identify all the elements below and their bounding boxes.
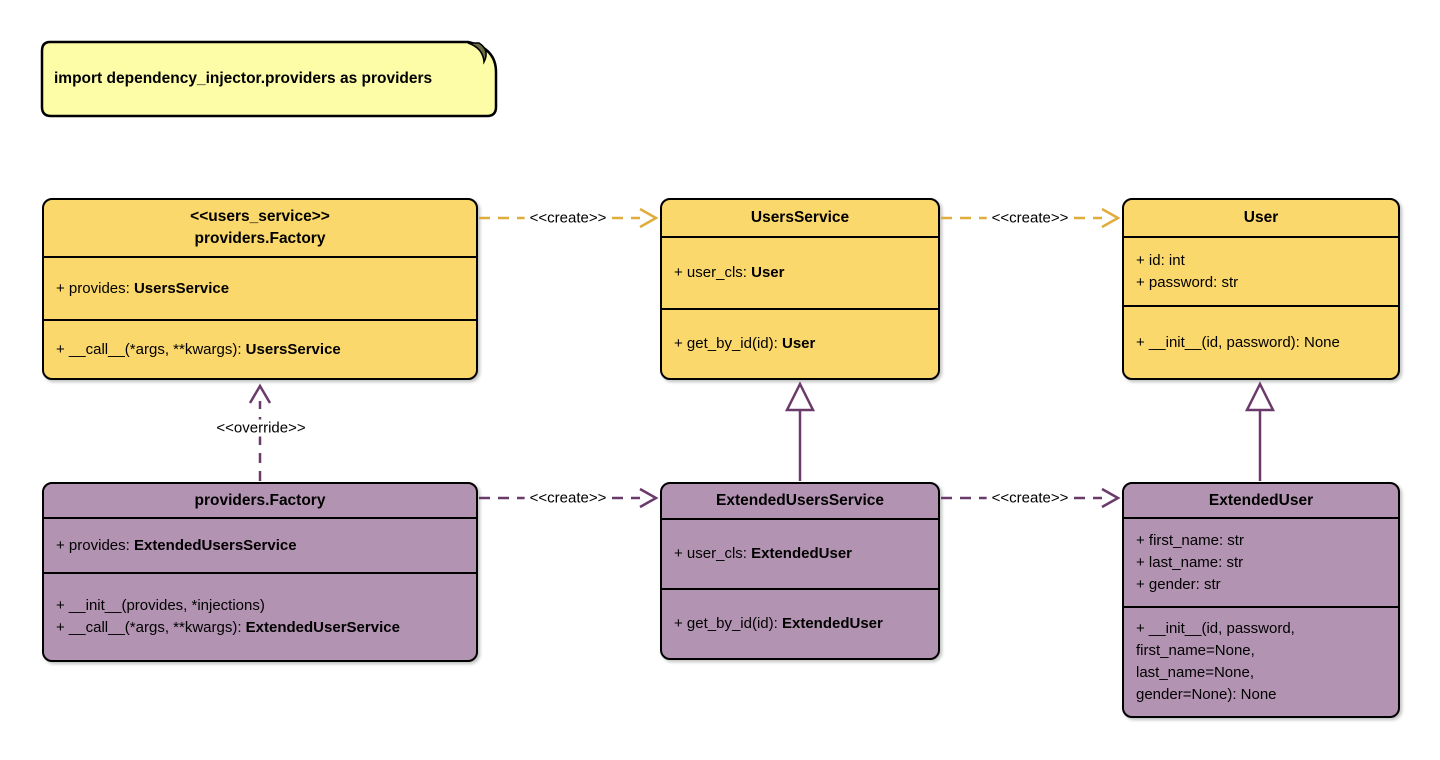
- class-methods: + __init__(id, password): None: [1124, 305, 1398, 378]
- member-line: + __init__(id, password,: [1136, 620, 1295, 637]
- open-arrowhead-icon: [1101, 207, 1121, 229]
- hollow-triangle-arrowhead-icon: [784, 381, 816, 412]
- class-title-line: UsersService: [750, 209, 850, 226]
- class-title-line: providers.Factory: [194, 230, 326, 247]
- note-text: import dependency_injector.providers as …: [54, 70, 433, 87]
- class-methods: + get_by_id(id): User: [662, 308, 938, 378]
- class-title-line: <<users_service>>: [190, 208, 330, 225]
- create-label-1: <<create>>: [524, 209, 612, 227]
- class-extended-factory: providers.Factory + provides: ExtendedUs…: [42, 482, 478, 662]
- class-title-line: providers.Factory: [194, 491, 326, 509]
- member-line: + __init__(provides, *injections): [56, 597, 265, 614]
- create-label-3: <<create>>: [524, 489, 612, 507]
- inheritance-arrow-extusersservice-to-usersservice: [784, 381, 816, 481]
- open-arrowhead-icon: [1101, 487, 1121, 509]
- member-line: + first_name: str: [1136, 531, 1244, 549]
- member-line: + __call__(*args, **kwargs): ExtendedUse…: [56, 619, 400, 636]
- member-line: + user_cls: User: [674, 264, 785, 281]
- open-arrowhead-icon: [639, 487, 659, 509]
- class-title: providers.Factory: [44, 484, 476, 517]
- class-extended-users-service: ExtendedUsersService + user_cls: Extende…: [660, 482, 940, 660]
- open-arrowhead-icon: [248, 383, 272, 404]
- class-attributes: + provides: ExtendedUsersService: [44, 517, 476, 572]
- member-line: + last_name: str: [1136, 553, 1244, 571]
- hollow-triangle-arrowhead-icon: [1244, 381, 1276, 412]
- note-shape: [40, 40, 498, 118]
- member-line: + id: int: [1136, 251, 1185, 269]
- member-line: + __init__(id, password): None: [1136, 333, 1340, 351]
- open-arrowhead-icon: [639, 207, 659, 229]
- member-line: + provides: UsersService: [56, 279, 230, 297]
- class-title: User: [1124, 200, 1398, 236]
- class-methods: + get_by_id(id): ExtendedUser: [662, 588, 938, 658]
- class-user: User + id: int + password: str + __init__…: [1122, 198, 1400, 380]
- member-line: gender=None): None: [1136, 686, 1277, 703]
- member-line: + user_cls: ExtendedUser: [674, 545, 852, 562]
- inheritance-arrow-extuser-to-user: [1244, 381, 1276, 481]
- class-attributes: + user_cls: ExtendedUser: [662, 518, 938, 588]
- override-label: <<override>>: [211, 419, 311, 437]
- member-line: + password: str: [1136, 273, 1239, 291]
- class-attributes: + id: int + password: str: [1124, 236, 1398, 305]
- class-title: ExtendedUser: [1124, 484, 1398, 517]
- member-line: + get_by_id(id): User: [674, 335, 816, 352]
- class-extended-user: ExtendedUser + first_name: str + last_nam…: [1122, 482, 1400, 718]
- member-line: + get_by_id(id): ExtendedUser: [674, 615, 883, 632]
- member-line: + gender: str: [1136, 575, 1221, 593]
- class-methods: + __call__(*args, **kwargs): UsersServic…: [44, 319, 476, 378]
- member-line: + __call__(*args, **kwargs): UsersServic…: [56, 340, 341, 358]
- class-title-line: ExtendedUser: [1208, 491, 1314, 509]
- class-methods: + __init__(id, password, first_name=None,…: [1124, 606, 1398, 716]
- class-attributes: + provides: UsersService: [44, 256, 476, 319]
- class-title: <<users_service>> providers.Factory: [44, 200, 476, 256]
- note-fold-corner-icon: [467, 42, 487, 65]
- member-line: last_name=None,: [1136, 664, 1254, 681]
- class-users-service: UsersService + user_cls: User + get_by_i…: [660, 198, 940, 380]
- class-attributes: + first_name: str + last_name: str + gende…: [1124, 517, 1398, 606]
- class-users-service-factory: <<users_service>> providers.Factory + pro…: [42, 198, 478, 380]
- class-attributes: + user_cls: User: [662, 236, 938, 308]
- member-line: first_name=None,: [1136, 642, 1255, 659]
- member-line: + provides: ExtendedUsersService: [56, 536, 297, 554]
- class-title-line: User: [1243, 209, 1279, 226]
- class-title: ExtendedUsersService: [662, 484, 938, 518]
- create-label-4: <<create>>: [986, 489, 1074, 507]
- class-methods: + __init__(provides, *injections) + __cal…: [44, 572, 476, 660]
- class-title: UsersService: [662, 200, 938, 236]
- class-title-line: ExtendedUsersService: [715, 492, 884, 509]
- create-label-2: <<create>>: [986, 209, 1074, 227]
- note-import-providers: import dependency_injector.providers as …: [40, 40, 498, 118]
